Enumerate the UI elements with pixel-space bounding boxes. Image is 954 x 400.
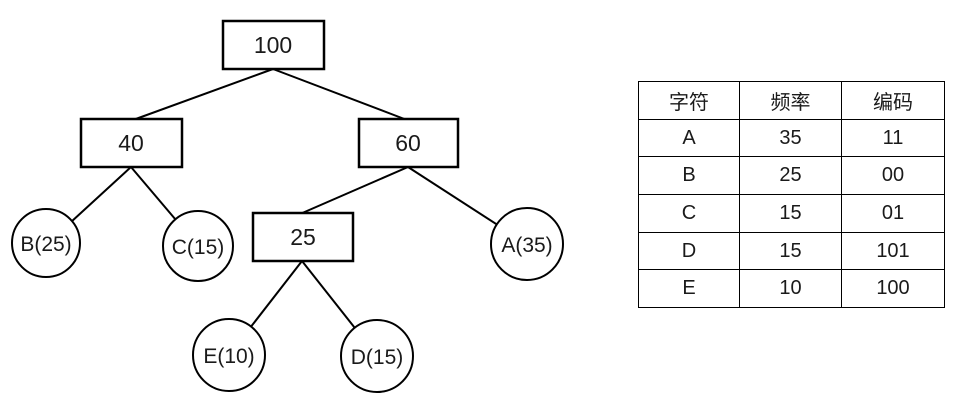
tree-node-box-60 (357, 117, 460, 169)
tree-node-label-40: 40 (118, 130, 144, 156)
edge-60-25 (299, 166, 409, 215)
tree-node-label-E: E(10) (203, 345, 254, 368)
table-cell-freq: 15 (739, 231, 842, 271)
table-cell-code: 00 (841, 156, 945, 196)
table-cell-code: 101 (841, 231, 945, 271)
table-cell-code: 01 (841, 194, 945, 233)
table-cell-freq: 35 (739, 118, 842, 158)
tree-node-box-root (221, 19, 326, 71)
table-cell-code: 100 (841, 269, 945, 309)
tree-node-label-25: 25 (290, 224, 316, 250)
table-header-freq: 频率 (739, 81, 842, 120)
tree-node-circle-A (490, 207, 564, 281)
table-row: C 15 01 (638, 194, 945, 233)
table-cell-char: B (638, 156, 740, 196)
table-header-code: 编码 (841, 81, 945, 120)
tree-node-label-D: D(15) (351, 346, 404, 369)
table-cell-code: 11 (841, 118, 945, 158)
table-row: D 15 101 (638, 231, 945, 271)
tree-node-label-root: 100 (254, 32, 292, 58)
edge-root-40 (132, 68, 274, 121)
table-header-char: 字符 (638, 81, 740, 120)
edge-root-60 (272, 68, 408, 121)
table-cell-char: D (638, 231, 740, 271)
table-row: E 10 100 (638, 269, 945, 309)
table-cell-char: C (638, 194, 740, 233)
tree-node-label-60: 60 (395, 130, 421, 156)
tree-node-circle-C (162, 210, 234, 282)
tree-node-label-A: A(35) (501, 234, 552, 257)
tree-node-circle-E (192, 318, 266, 392)
tree-node-circle-D (340, 319, 414, 393)
tree-node-label-C: C(15) (172, 236, 225, 259)
table-cell-char: A (638, 118, 740, 158)
table-row: B 25 00 (638, 156, 945, 196)
table-cell-freq: 10 (739, 269, 842, 309)
tree-node-box-40 (79, 117, 184, 169)
tree-node-box-25 (251, 211, 355, 263)
table-cell-freq: 15 (739, 194, 842, 233)
table-row: A 35 11 (638, 118, 945, 158)
huffman-code-table: 字符 频率 编码 A 35 11 B 25 00 C 15 01 D (638, 81, 945, 309)
table-cell-char: E (638, 269, 740, 309)
table-cell-freq: 25 (739, 156, 842, 196)
tree-node-label-B: B(25) (20, 233, 71, 256)
table-header-row: 字符 频率 编码 (638, 81, 945, 120)
tree-node-circle-B (11, 208, 81, 278)
